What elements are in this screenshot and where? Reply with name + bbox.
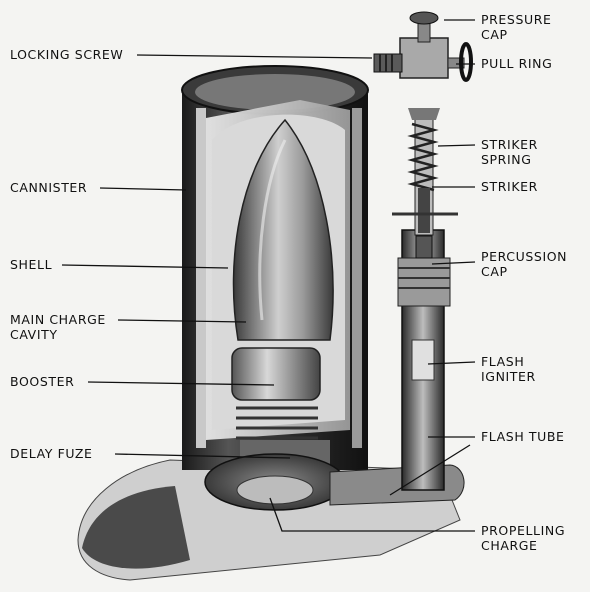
label-cannister: CANNISTER	[10, 180, 88, 195]
label-locking-screw: LOCKING SCREW	[10, 47, 124, 62]
label-pull-ring: PULL RING	[481, 56, 553, 71]
booster-body	[231, 347, 330, 464]
label-propelling-charge-line1: PROPELLING	[481, 523, 566, 538]
label-percussion-cap-line1: PERCUSSION	[481, 249, 568, 264]
label-flash-igniter-line1: FLASH	[481, 354, 525, 369]
label-flash-igniter-line2: IGNITER	[481, 369, 536, 384]
label-pressure-cap-line2: CAP	[481, 27, 508, 42]
label-shell: SHELL	[10, 257, 53, 272]
label-striker-spring-line2: SPRING	[481, 152, 532, 167]
label-delay-fuze: DELAY FUZE	[10, 446, 93, 461]
label-main-charge-line2: CAVITY	[10, 327, 58, 342]
label-pressure-cap-line1: PRESSURE	[481, 12, 552, 27]
label-main-charge-line1: MAIN CHARGE	[10, 312, 106, 327]
flash-tube-body	[397, 229, 451, 491]
propelling-chamber	[204, 453, 465, 511]
label-booster: BOOSTER	[10, 374, 75, 389]
label-striker-spring-line1: STRIKER	[481, 137, 538, 152]
label-percussion-cap-line2: CAP	[481, 264, 508, 279]
leader-lines	[61, 19, 476, 532]
striker-assembly	[392, 108, 458, 259]
label-flash-tube: FLASH TUBE	[481, 429, 565, 444]
firing-head	[373, 11, 473, 82]
label-propelling-charge-line2: CHARGE	[481, 538, 538, 553]
shell-body	[232, 118, 334, 341]
label-striker: STRIKER	[481, 179, 538, 194]
